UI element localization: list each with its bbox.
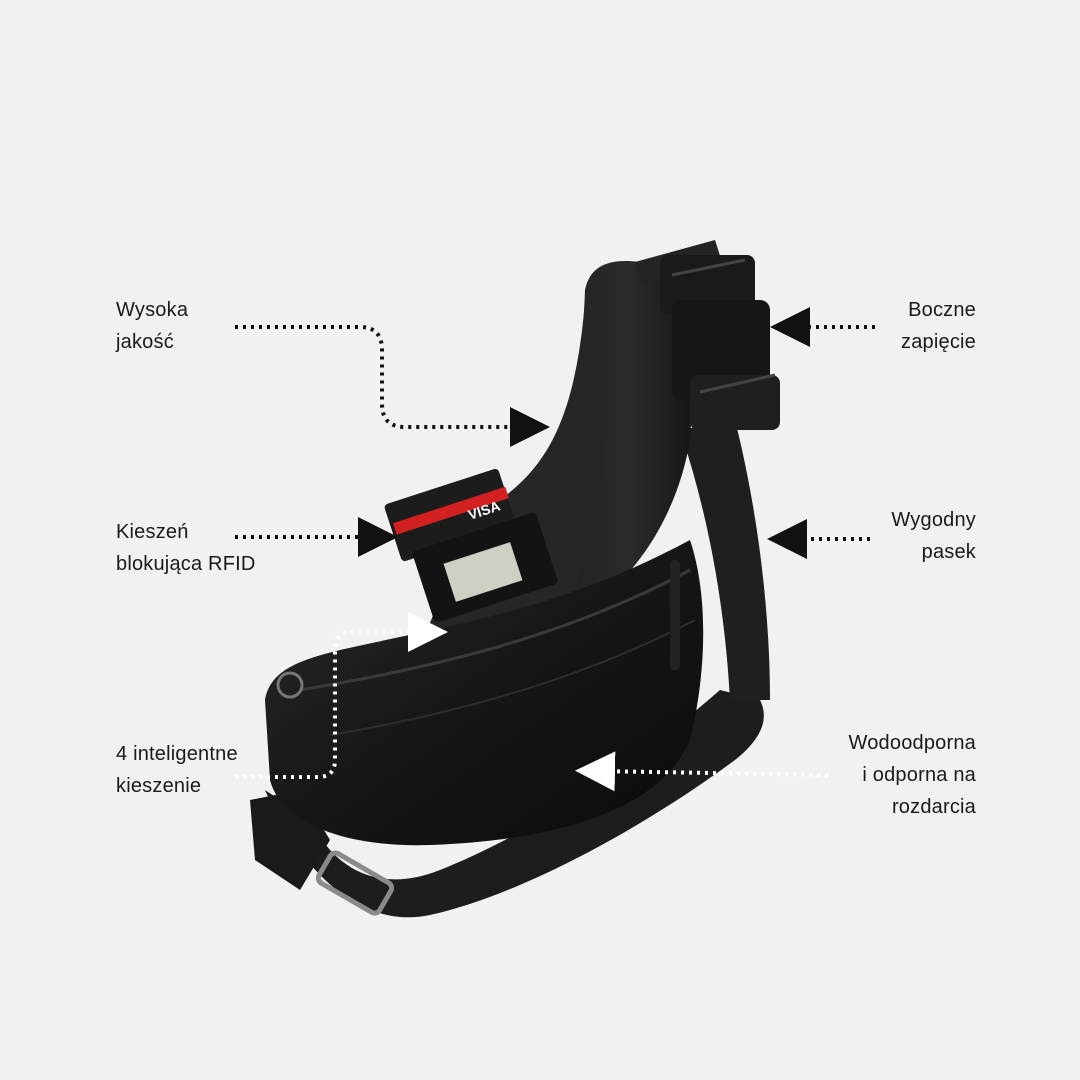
feature-strap-line1: Wygodny <box>891 509 976 531</box>
side-buckle-icon <box>635 240 780 430</box>
feature-quality-line1: Wysoka <box>116 299 189 321</box>
zipper-line <box>299 568 691 692</box>
feature-rfid-line1: Kieszeń <box>116 521 189 543</box>
feature-pockets: 4 inteligentne kieszenie <box>116 738 238 802</box>
feature-buckle-line2: zapięcie <box>901 331 976 353</box>
feature-pockets-line2: kieszenie <box>116 775 202 797</box>
feature-quality: Wysoka jakość <box>116 294 188 358</box>
rfid-wallet: VISA <box>384 468 558 623</box>
pockets-arrow <box>235 612 448 779</box>
quality-arrow <box>235 325 550 447</box>
waterproof-arrow <box>575 751 829 792</box>
feature-buckle: Boczne zapięcie <box>901 294 976 358</box>
feature-quality-line2: jakość <box>116 331 174 353</box>
feature-rfid: Kieszeń blokująca RFID <box>116 516 256 580</box>
feature-buckle-line1: Boczne <box>908 299 976 321</box>
feature-rfid-line2: blokująca RFID <box>116 553 256 575</box>
upper-strap <box>680 420 770 700</box>
feature-waterproof-line2: i odporna na <box>862 764 976 786</box>
strap-adjuster-icon <box>315 850 395 916</box>
feature-pockets-line1: 4 inteligentne <box>116 743 238 765</box>
zipper-pull-icon <box>276 560 680 699</box>
feature-waterproof-line3: rozdarcia <box>891 796 976 818</box>
feature-strap: Wygodny pasek <box>891 504 976 568</box>
feature-waterproof-line1: Wodoodporna <box>848 732 976 754</box>
lower-strap <box>265 690 764 918</box>
feature-waterproof: Wodoodporna i odporna na rozdarcia <box>849 727 976 823</box>
feature-strap-line2: pasek <box>921 541 976 563</box>
